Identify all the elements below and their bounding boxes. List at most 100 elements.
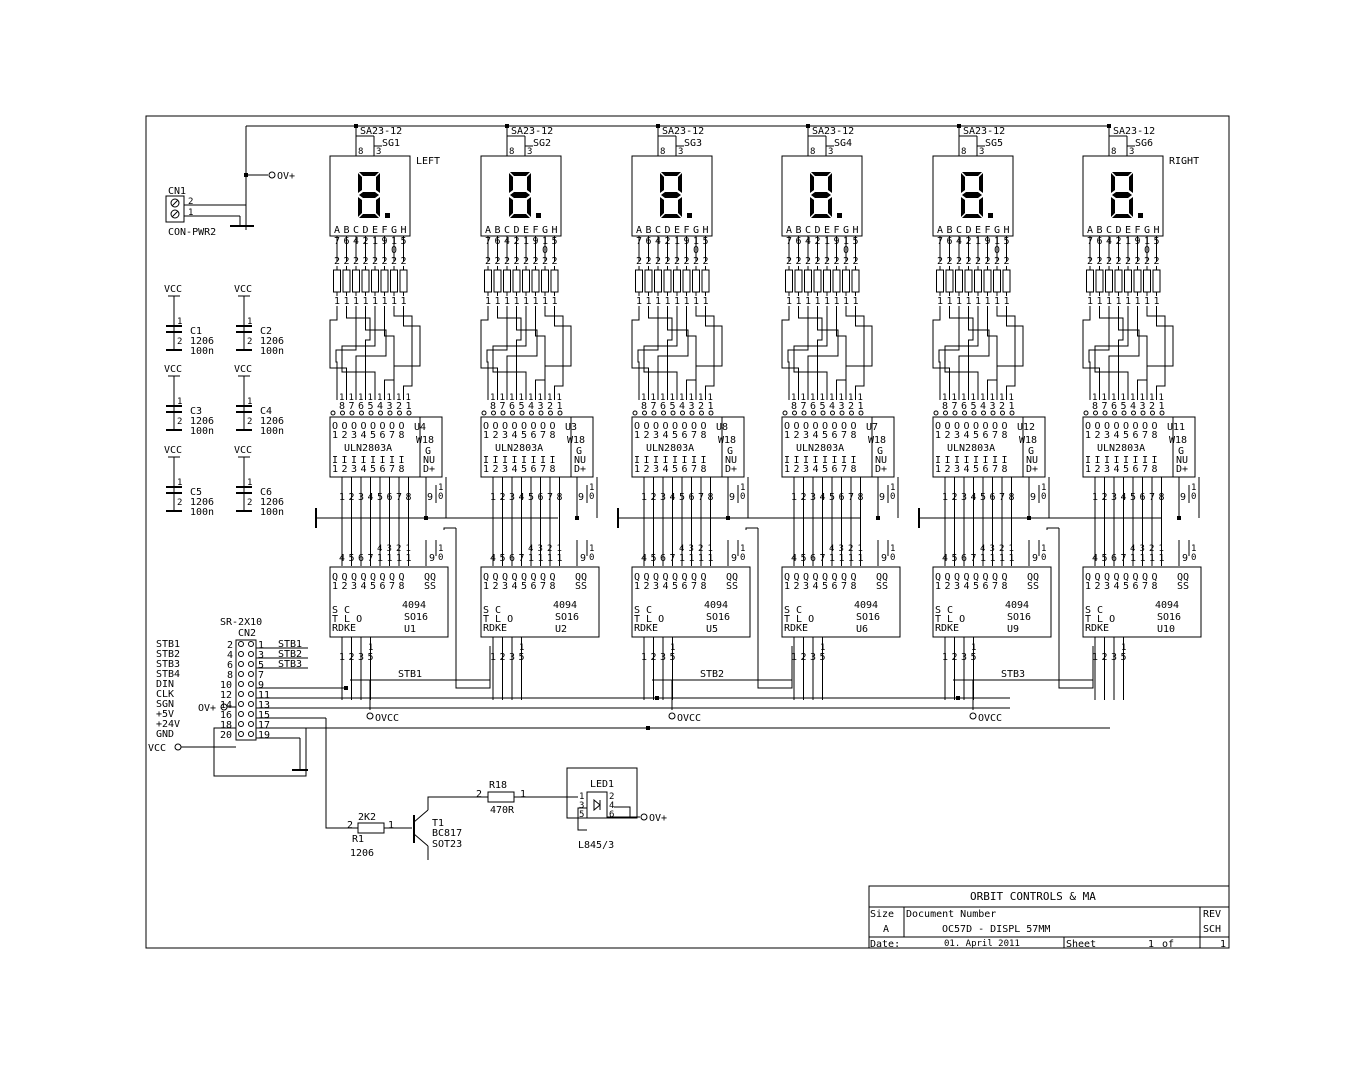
sr-pin-label: T L O: [935, 614, 965, 625]
driver-output-letter: O: [380, 421, 386, 432]
segment-resistor: [390, 269, 398, 293]
sr-q-label: Q: [832, 572, 838, 583]
cn2-left-pin-number: 16: [220, 710, 232, 721]
led-pin: 2: [609, 792, 614, 802]
display-part: SA23-12: [812, 126, 854, 137]
sr-q-label: Q: [521, 572, 527, 583]
segment-resistor: [352, 269, 360, 293]
driver-input-pin: 1: [1159, 393, 1164, 403]
driver-input-number: 5: [973, 464, 979, 475]
segment-letter: B: [796, 225, 802, 236]
sr-q-label: Q: [361, 572, 367, 583]
resistor-pin-top: 2: [1106, 256, 1112, 267]
segment-letter: A: [937, 225, 943, 236]
sr-part: 4094: [1155, 600, 1179, 611]
driver-output-letter: O: [1142, 421, 1148, 432]
driver-bottom-pin: 7: [698, 492, 704, 503]
transistor-package: SOT23: [432, 839, 462, 850]
resistor-pin-top: 2: [674, 256, 680, 267]
sr-q-number: 5: [822, 581, 828, 592]
driver-input-pin: 1: [689, 393, 694, 403]
driver-gnd-label: NU: [1176, 455, 1188, 466]
driver-input-pin: 8: [1092, 401, 1098, 412]
driver-input-pin: 8: [942, 401, 948, 412]
driver-input-pin: 6: [1111, 401, 1117, 412]
capacitor-package: 1206: [260, 336, 284, 347]
driver-output-number: 3: [803, 430, 809, 441]
display-pin-number: 0: [693, 245, 699, 256]
sr-top-pin: 5: [500, 553, 506, 564]
vcc-net-label: OVCC: [375, 713, 399, 724]
sr-extra-pin: 0: [1041, 553, 1046, 563]
capacitor-value: 100n: [260, 346, 284, 357]
capacitor-net-label: VCC: [234, 364, 252, 375]
sr-top-pin: 1: [547, 553, 553, 564]
display-pin-number: 1: [391, 236, 397, 247]
sr-part: 4094: [1005, 600, 1029, 611]
digit-glyph: [358, 172, 390, 218]
cd4094-shift-register: [1082, 566, 1202, 638]
driver-output-number: 6: [682, 430, 688, 441]
driver-extra-pin: 9: [1180, 492, 1186, 503]
driver-pin-circle: [1131, 410, 1136, 416]
sr-pin-label: S C: [332, 605, 350, 616]
resistor-pin-bottom: 1: [834, 296, 840, 307]
driver-input-letter: I: [1002, 455, 1008, 466]
driver-input-pin: 5: [670, 401, 676, 412]
driver-output-number: 7: [691, 430, 697, 441]
driver-input-pin: 1: [547, 393, 552, 403]
segment-resistor: [936, 269, 944, 293]
driver-input-pin: 1: [708, 401, 714, 412]
driver-input-pin: 8: [791, 401, 797, 412]
cn2-right-pin-number: 11: [258, 690, 270, 701]
sr-q-label: Q: [945, 572, 951, 583]
r1-ref: R1: [352, 834, 364, 845]
driver-pin-circle: [839, 410, 845, 416]
sr-extra-pin: 0: [589, 553, 594, 563]
sr-top-pin: 1: [406, 544, 411, 554]
driver-input-letter: I: [644, 455, 650, 466]
sr-q-number: 4: [512, 581, 518, 592]
segment-a: [962, 172, 982, 176]
driver-output-number: 6: [1133, 430, 1139, 441]
capacitor-net-label: VCC: [164, 364, 182, 375]
resistor-pin-top: 2: [401, 256, 407, 267]
segment-letter: D: [363, 225, 369, 236]
cn2-left-pin-number: 10: [220, 680, 232, 691]
driver-input-number: 1: [935, 464, 941, 475]
driver-package: W18: [718, 435, 736, 446]
segment-resistor: [945, 269, 954, 293]
digit-glyph: [810, 172, 842, 218]
segment-letter: E: [372, 225, 378, 236]
resistor-pin-top: 2: [834, 256, 840, 267]
sr-q-label: Q: [493, 572, 499, 583]
driver-input-letter: I: [399, 455, 405, 466]
driver-input-pin: 1: [810, 393, 815, 403]
driver-bottom-pin: 6: [839, 492, 845, 503]
sr-q-number: 4: [361, 581, 367, 592]
capacitor-pin: 2: [177, 498, 182, 508]
sr-q-label: Q: [983, 572, 989, 583]
display-pin-number: 2: [966, 236, 972, 247]
driver-input-pin: 5: [820, 401, 826, 412]
cd4094-shift-register: [329, 566, 449, 638]
resistor-pin-top: 2: [937, 256, 943, 267]
segment-letter: B: [646, 225, 652, 236]
power-bus: OV+: [244, 125, 1110, 230]
display-ref: SG5: [985, 138, 1003, 149]
r18-pin: 1: [520, 789, 526, 800]
driver-input-pin: 1: [990, 393, 995, 403]
sr-extra-pin: 1: [1041, 544, 1046, 554]
sr-pin-label: RDKE: [483, 623, 507, 634]
capacitor-package: 1206: [190, 336, 214, 347]
driver-input-pin: 1: [406, 401, 412, 412]
document-number-label: Document Number: [906, 909, 996, 920]
routing-wire: [544, 306, 564, 400]
sr-q-label: Q: [550, 572, 556, 583]
driver-extra-pin: 1: [438, 483, 443, 493]
sr-top-pin: 1: [1149, 553, 1155, 564]
